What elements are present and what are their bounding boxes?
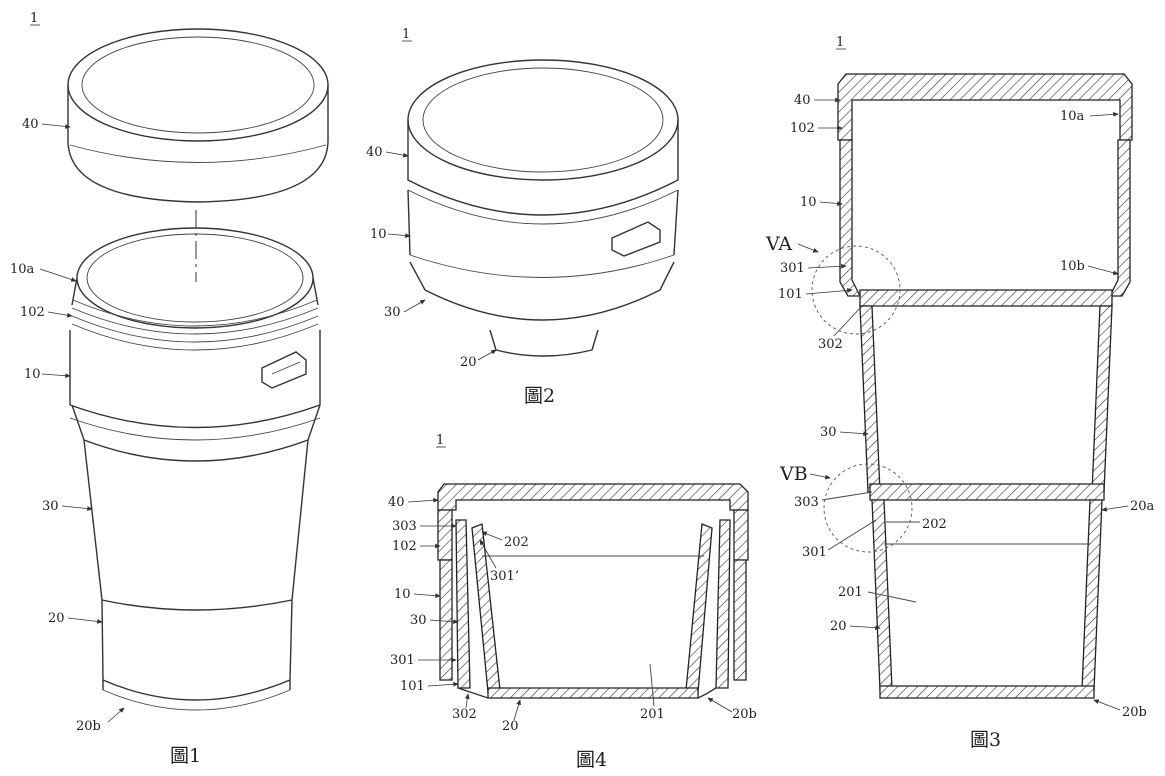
fig1-cup-20 [101, 599, 293, 711]
fig3-marker: 1 [836, 35, 844, 50]
fig4-caption: 圖4 [576, 749, 607, 771]
fig2-label-40: 40 [366, 145, 383, 160]
fig4-label-303: 303 [392, 519, 417, 534]
fig3-label-301b: 301 [802, 545, 827, 560]
fig1-caption: 圖1 [170, 745, 201, 767]
fig3-label-201: 201 [838, 585, 863, 600]
fig2-caption: 圖2 [524, 385, 555, 407]
fig1-body-10 [69, 227, 321, 441]
fig3-label-302: 302 [818, 337, 843, 352]
fig3-label-202: 202 [922, 517, 947, 532]
fig3-label-30: 30 [820, 425, 837, 440]
fig4-label-301: 301 [390, 653, 415, 668]
fig4-label-202: 202 [504, 535, 529, 550]
fig3-caption: 圖3 [970, 729, 1001, 751]
fig3-label-VB: VB [779, 463, 808, 485]
fig4-label-102: 102 [392, 539, 417, 554]
fig4-label-20: 20 [502, 719, 519, 734]
figure-2: 1 40 10 30 20 圖2 [366, 27, 679, 407]
fig1-label-102: 102 [20, 305, 45, 320]
fig3-label-20a: 20a [1130, 499, 1155, 514]
fig4-label-302: 302 [452, 707, 477, 722]
fig2-label-30: 30 [384, 305, 401, 320]
fig2-label-10: 10 [370, 227, 387, 242]
fig2-marker: 1 [402, 27, 410, 42]
fig3-label-10: 10 [800, 195, 817, 210]
detail-va-circle [811, 245, 901, 335]
fig3-label-303: 303 [794, 495, 819, 510]
figure-4: 1 40 303 102 202 301’ 10 30 301 [388, 433, 757, 771]
fig4-label-40: 40 [388, 495, 405, 510]
fig3-label-301: 301 [780, 261, 805, 276]
fig4-label-201: 201 [640, 707, 665, 722]
fig3-label-10b: 10b [1060, 259, 1085, 274]
fig1-label-10a: 10a [10, 262, 35, 277]
fig1-sleeve-30 [71, 404, 321, 611]
figure-3: 1 40 102 10a 10 VA 301 10b 101 [765, 35, 1155, 751]
fig4-label-20b: 20b [732, 707, 757, 722]
fig3-label-20: 20 [830, 619, 847, 634]
figure-1: 1 [10, 11, 329, 767]
fig2-label-20: 20 [460, 355, 477, 370]
fig1-lid [67, 28, 329, 203]
fig3-label-40: 40 [794, 93, 811, 108]
fig3-label-10a: 10a [1060, 109, 1085, 124]
fig1-marker: 1 [30, 11, 38, 26]
fig1-label-20: 20 [48, 611, 65, 626]
fig4-label-10: 10 [394, 587, 411, 602]
detail-vb-circle [823, 463, 913, 553]
fig1-label-20b: 20b [76, 719, 101, 734]
fig1-label-10: 10 [24, 367, 41, 382]
fig4-marker: 1 [436, 433, 444, 448]
fig4-label-301p: 301’ [490, 569, 519, 584]
fig1-label-40: 40 [22, 117, 39, 132]
fig4-label-30: 30 [410, 613, 427, 628]
fig3-label-101: 101 [778, 287, 803, 302]
fig1-label-30: 30 [42, 499, 59, 514]
fig3-label-VA: VA [765, 233, 792, 255]
fig3-label-20b: 20b [1122, 705, 1147, 720]
fig3-label-102: 102 [790, 121, 815, 136]
fig4-label-101: 101 [400, 679, 425, 694]
